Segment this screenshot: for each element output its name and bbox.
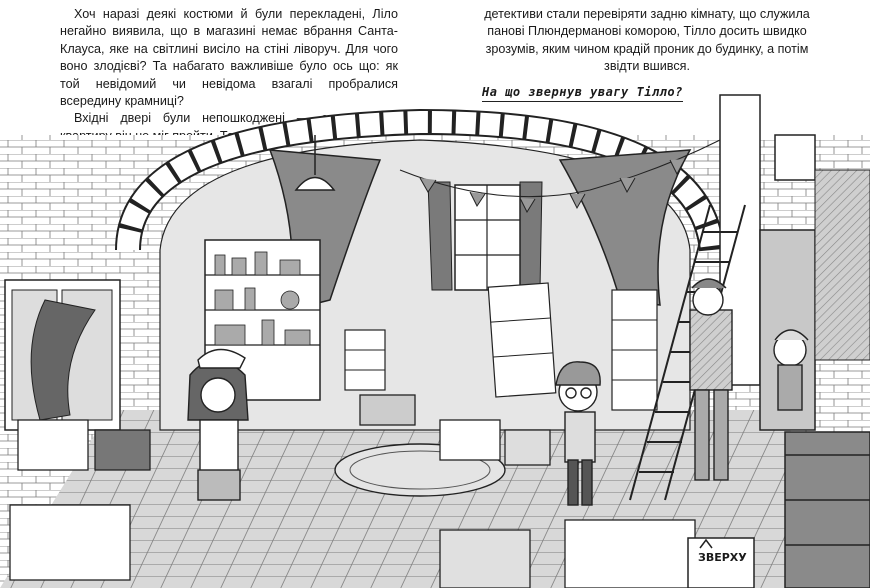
boy-character — [555, 361, 601, 506]
paragraph-1: Хоч наразі деякі костюми й були переклад… — [60, 7, 398, 109]
right-curtain — [558, 149, 692, 306]
box-top — [687, 537, 755, 588]
question-heading: На що звернув увагу Тілло? — [482, 85, 683, 102]
girl-character — [187, 348, 249, 501]
box-label: ЗВЕРХУ — [698, 551, 747, 564]
text-column-right: детективи стали перевіряти задню кімнату… — [482, 6, 812, 76]
paragraph-3: детективи стали перевіряти задню кімнату… — [484, 7, 810, 74]
barrel — [784, 431, 870, 588]
man-character — [689, 278, 733, 481]
ceiling-lamp — [294, 176, 336, 191]
